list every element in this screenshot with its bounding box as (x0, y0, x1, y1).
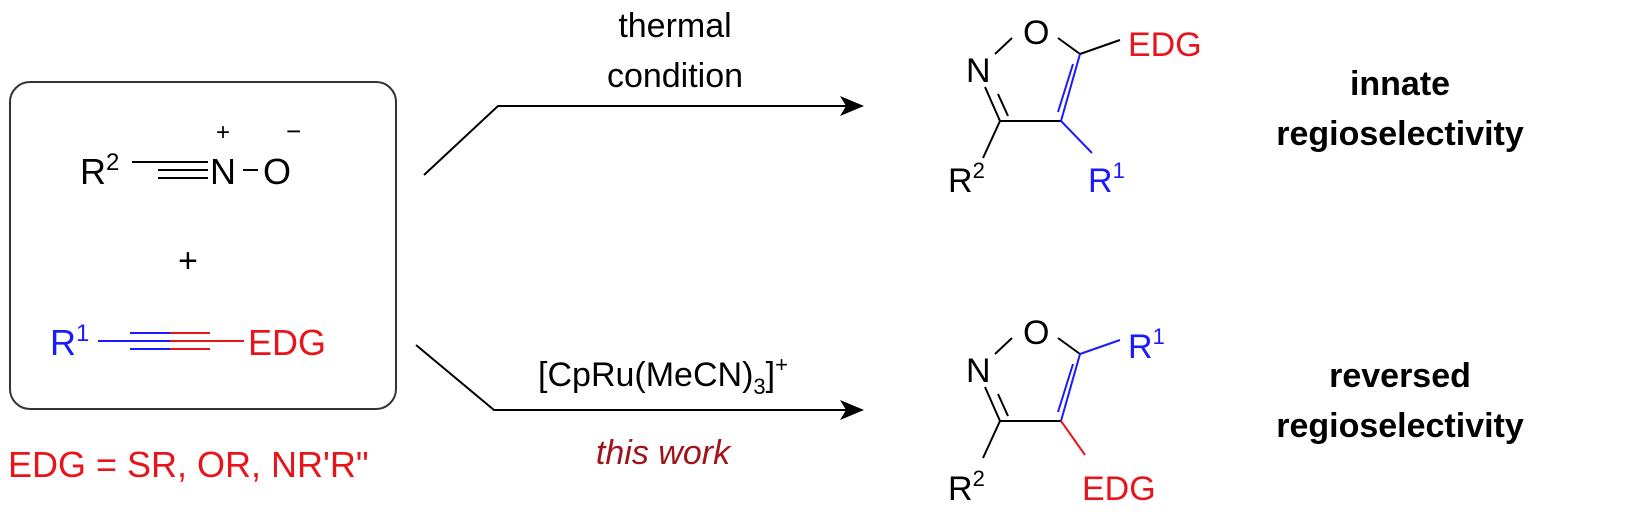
bottom-outcome-line1: reversed (1329, 357, 1471, 395)
isoxazole-product-bottom: O N R1 EDG R2 (948, 314, 1165, 508)
svg-text:O: O (1023, 314, 1049, 352)
svg-text:−: − (286, 116, 301, 146)
catalyst-label: [CpRu(MeCN)3]+ (538, 352, 788, 399)
plus-sign: + (178, 242, 198, 280)
svg-text:N: N (966, 52, 991, 90)
top-reaction-arrow (423, 96, 864, 176)
bottom-reaction-arrow (415, 344, 864, 420)
svg-text:R2: R2 (948, 158, 985, 200)
nitrile-oxide: R2 N + O − (80, 116, 301, 192)
svg-text:R1: R1 (1128, 324, 1165, 366)
this-work-note: this work (596, 434, 732, 472)
top-condition-line1: thermal (618, 7, 731, 45)
svg-text:EDG: EDG (248, 322, 326, 363)
top-condition-line2: condition (607, 57, 743, 95)
svg-text:EDG: EDG (1128, 26, 1202, 64)
svg-text:R1: R1 (1088, 158, 1125, 200)
svg-text:O: O (263, 151, 291, 192)
triple-bond (132, 161, 208, 179)
svg-text:N: N (210, 151, 236, 192)
top-outcome-line1: innate (1350, 65, 1450, 103)
isoxazole-product-top: O N EDG R1 R2 (948, 14, 1202, 200)
svg-text:R1: R1 (50, 320, 89, 363)
bottom-outcome-line2: regioselectivity (1276, 407, 1524, 445)
svg-text:N: N (966, 352, 991, 390)
svg-text:O: O (1023, 14, 1049, 52)
svg-text:+: + (216, 119, 230, 146)
alkyne: R1 EDG (50, 320, 326, 363)
reactants-box (9, 81, 397, 410)
svg-text:R2: R2 (948, 466, 985, 508)
svg-text:EDG: EDG (1082, 470, 1156, 508)
svg-text:R2: R2 (80, 149, 119, 192)
top-outcome-line2: regioselectivity (1276, 115, 1524, 153)
edg-definition: EDG = SR, OR, NR'R" (8, 444, 369, 485)
